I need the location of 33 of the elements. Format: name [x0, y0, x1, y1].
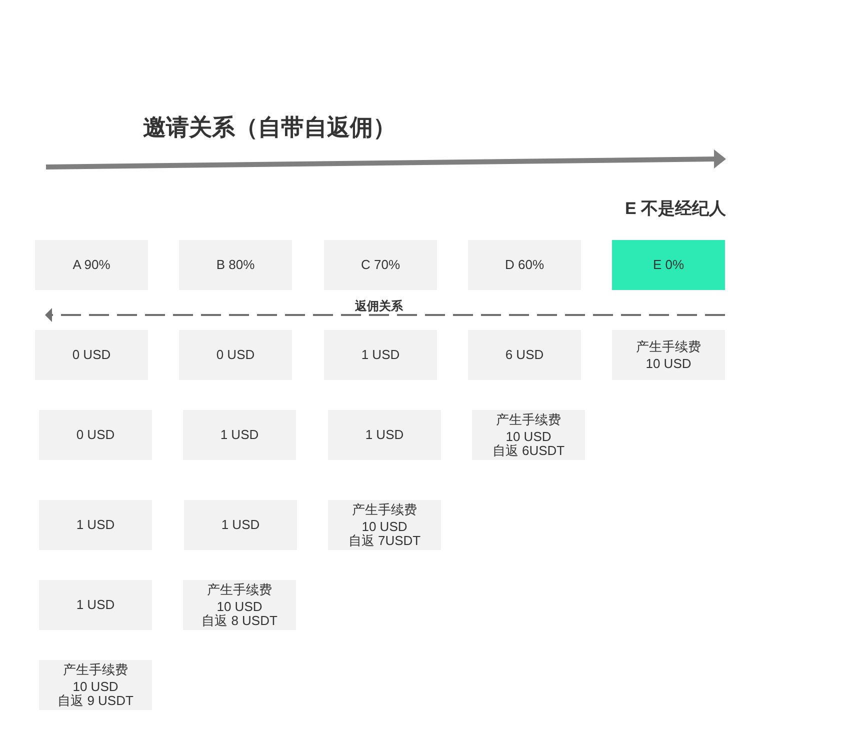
value-label: 1 USD — [76, 598, 115, 612]
value-label: 1 USD — [221, 518, 260, 532]
value-label: C 70% — [360, 258, 400, 272]
value-label: 产生手续费 — [352, 502, 417, 516]
value-label: 自返 9 USDT — [58, 694, 134, 708]
value-label: B 80% — [216, 258, 255, 272]
value-label: 0 USD — [76, 428, 115, 442]
value-label: A 90% — [72, 258, 110, 272]
value-label: 10 USD — [216, 600, 262, 614]
value-label: 自返 8 USDT — [202, 614, 278, 628]
value-label: 自返 6USDT — [492, 444, 565, 458]
value-label: 产生手续费 — [636, 340, 701, 354]
heading: 邀请关系（自带自返佣） — [143, 114, 396, 140]
rate-box — [612, 240, 725, 290]
note-label: E 不是经纪人 — [625, 199, 726, 219]
value-label: 10 USD — [362, 520, 408, 534]
arrow-label: 返佣关系 — [353, 299, 405, 314]
value-label: 10 USD — [506, 430, 552, 444]
value-label: 0 USD — [216, 348, 255, 362]
value-label: E 0% — [652, 258, 684, 272]
value-label: 自返 7USDT — [348, 534, 421, 548]
value-label: 1 USD — [76, 518, 115, 532]
value-label: 1 USD — [365, 428, 404, 442]
value-label: 产生手续费 — [496, 412, 561, 426]
value-label: 6 USD — [505, 348, 544, 362]
value-label: 1 USD — [220, 428, 259, 442]
value-label: 产生手续费 — [207, 582, 272, 596]
value-label: 10 USD — [646, 356, 692, 370]
value-label: 10 USD — [72, 680, 118, 694]
value-label: 1 USD — [361, 348, 400, 362]
value-label: 产生手续费 — [63, 662, 128, 676]
value-label: D 60% — [504, 258, 544, 272]
value-label: 0 USD — [72, 348, 111, 362]
